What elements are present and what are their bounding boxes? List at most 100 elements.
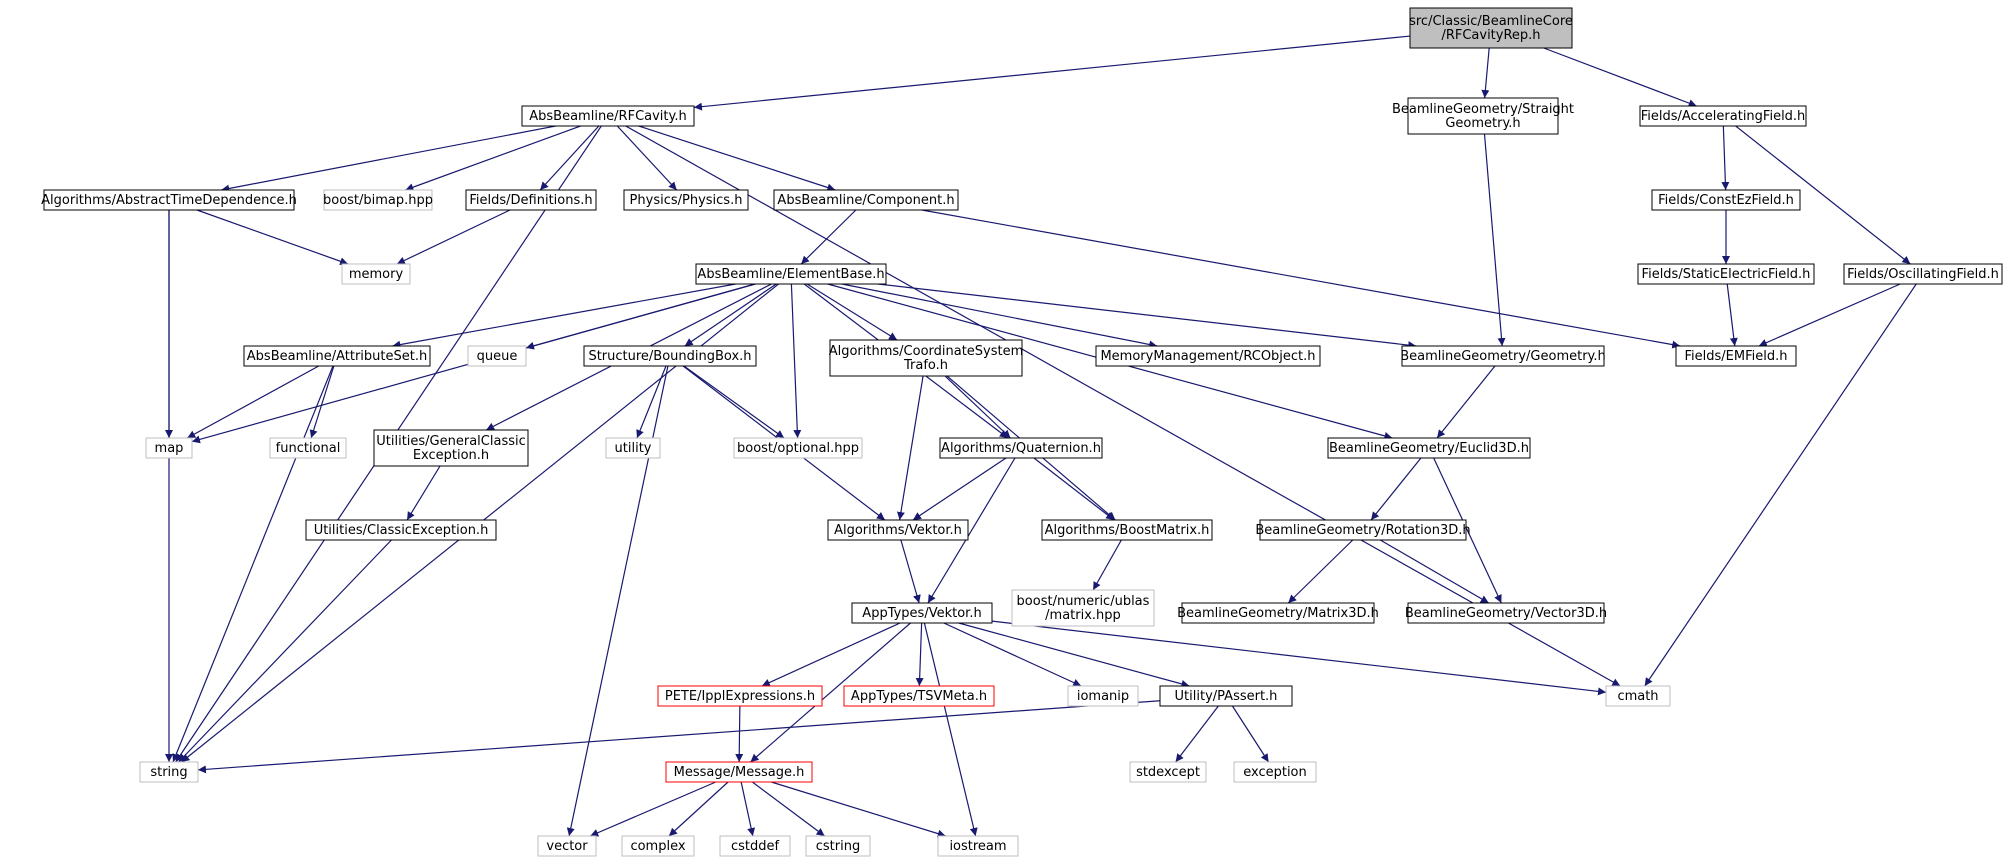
- edge-message-to-vector: [590, 781, 716, 837]
- edge-rfcavity-to-physics: [616, 125, 678, 191]
- node-staticelec[interactable]: Fields/StaticElectricField.h: [1637, 263, 1815, 285]
- node-label-ublasmatrix-line1: boost/numeric/ublas: [1017, 594, 1150, 609]
- edge-elementbase-to-coordtrafo: [806, 283, 898, 341]
- node-passert[interactable]: Utility/PAssert.h: [1159, 685, 1293, 707]
- edge-classicexc-to-string: [178, 539, 392, 763]
- edge-attributeset-to-map: [186, 365, 320, 439]
- node-box-constez: [1651, 189, 1801, 211]
- node-boostmatrix[interactable]: Algorithms/BoostMatrix.h: [1041, 519, 1213, 541]
- node-label-tsvmeta: AppTypes/TSVMeta.h: [851, 689, 987, 704]
- node-box-rfcavity: [521, 105, 695, 127]
- edge-euclid3d-to-vector3d: [1433, 457, 1502, 604]
- node-quaternion[interactable]: Algorithms/Quaternion.h: [939, 437, 1103, 459]
- node-rfcavity[interactable]: AbsBeamline/RFCavity.h: [521, 105, 695, 127]
- node-label-queue: queue: [477, 349, 518, 364]
- node-tsvmeta[interactable]: AppTypes/TSVMeta.h: [843, 685, 995, 707]
- node-box-straightgeom: [1407, 97, 1559, 135]
- node-definitions[interactable]: Fields/Definitions.h: [465, 189, 597, 211]
- node-label-elementbase: AbsBeamline/ElementBase.h: [697, 267, 884, 282]
- node-iomanip: iomanip: [1067, 685, 1139, 707]
- node-box-oscillating: [1843, 263, 2003, 285]
- node-emfield[interactable]: Fields/EMField.h: [1675, 345, 1797, 367]
- edge-boundingbox-to-optional: [683, 365, 785, 439]
- node-ipplexpr[interactable]: PETE/IpplExpressions.h: [657, 685, 823, 707]
- edge-geometry-to-euclid3d: [1436, 365, 1496, 439]
- node-vector3d[interactable]: BeamlineGeometry/Vector3D.h: [1405, 602, 1607, 624]
- node-euclid3d[interactable]: BeamlineGeometry/Euclid3D.h: [1327, 437, 1531, 459]
- node-label-memory: memory: [349, 267, 404, 282]
- edge-attributeset-to-string: [172, 365, 334, 763]
- node-box-complex: [621, 835, 695, 857]
- edge-rotation3d-to-vector3d: [1379, 539, 1490, 604]
- node-appvektor[interactable]: AppTypes/Vektor.h: [851, 602, 993, 624]
- edge-staticelec-to-emfield: [1726, 283, 1738, 347]
- edge-ipplexpr-to-message: [735, 705, 744, 763]
- node-classicexc[interactable]: Utilities/ClassicException.h: [305, 519, 497, 541]
- node-abstime[interactable]: Algorithms/AbstractTimeDependence.h: [41, 189, 297, 211]
- node-label-definitions: Fields/Definitions.h: [469, 193, 592, 208]
- node-label-constez: Fields/ConstEzField.h: [1658, 193, 1794, 208]
- node-label-quaternion: Algorithms/Quaternion.h: [941, 441, 1101, 456]
- node-cstring: cstring: [805, 835, 871, 857]
- node-label-functional: functional: [276, 441, 341, 456]
- node-label-straightgeom-line1: BeamlineGeometry/Straight: [1392, 102, 1574, 117]
- node-label-message: Message/Message.h: [674, 765, 805, 780]
- node-box-genclassicexc: [373, 429, 529, 467]
- edge-oscillating-to-emfield: [1758, 283, 1901, 347]
- node-box-classicexc: [305, 519, 497, 541]
- node-constez[interactable]: Fields/ConstEzField.h: [1651, 189, 1801, 211]
- node-attributeset[interactable]: AbsBeamline/AttributeSet.h: [243, 345, 431, 367]
- node-optional: boost/optional.hpp: [733, 437, 863, 459]
- edge-accelfield-to-oscillating: [1735, 125, 1911, 265]
- node-label-optional: boost/optional.hpp: [737, 441, 859, 456]
- edge-attributeset-to-functional: [309, 365, 335, 439]
- node-component[interactable]: AbsBeamline/Component.h: [773, 189, 959, 211]
- node-box-rotation3d: [1259, 519, 1467, 541]
- node-box-vector: [537, 835, 597, 857]
- node-physics[interactable]: Physics/Physics.h: [623, 189, 749, 211]
- node-box-ublasmatrix: [1011, 589, 1155, 627]
- edge-appvektor-to-passert: [958, 622, 1190, 688]
- edge-passert-to-string: [197, 700, 1161, 774]
- node-utility: utility: [605, 437, 661, 459]
- node-label-rotation3d: BeamlineGeometry/Rotation3D.h: [1255, 523, 1470, 538]
- edge-abstime-to-memory: [196, 209, 349, 266]
- node-box-ipplexpr: [657, 685, 823, 707]
- edge-boostmatrix-to-ublasmatrix: [1092, 539, 1122, 591]
- node-label-coordtrafo-line1: Algorithms/CoordinateSystem: [829, 344, 1024, 359]
- node-rcobject[interactable]: MemoryManagement/RCObject.h: [1095, 345, 1321, 367]
- node-box-optional: [733, 437, 863, 459]
- node-box-cstddef: [719, 835, 791, 857]
- node-box-coordtrafo: [829, 339, 1023, 377]
- node-vector: vector: [537, 835, 597, 857]
- node-oscillating[interactable]: Fields/OscillatingField.h: [1843, 263, 2003, 285]
- edge-appvektor-to-iomanip: [943, 622, 1082, 687]
- node-elementbase[interactable]: AbsBeamline/ElementBase.h: [695, 263, 887, 285]
- node-boundingbox[interactable]: Structure/BoundingBox.h: [583, 345, 757, 367]
- node-geometry[interactable]: BeamlineGeometry/Geometry.h: [1400, 345, 1606, 367]
- edge-algvektor-to-appvektor: [900, 539, 921, 604]
- node-message[interactable]: Message/Message.h: [665, 761, 813, 783]
- edge-rfcavity-to-component: [638, 125, 836, 192]
- edge-appvektor-to-ipplexpr: [761, 622, 901, 687]
- node-label-euclid3d: BeamlineGeometry/Euclid3D.h: [1329, 441, 1529, 456]
- edge-passert-to-exception: [1231, 705, 1270, 763]
- edge-rfcavity-to-definitions: [539, 125, 600, 191]
- edge-rfcavity-to-abstime: [221, 125, 556, 193]
- node-iostream: iostream: [937, 835, 1019, 857]
- node-label-exception: exception: [1243, 765, 1307, 780]
- node-label-vector3d: BeamlineGeometry/Vector3D.h: [1405, 606, 1607, 621]
- node-rotation3d[interactable]: BeamlineGeometry/Rotation3D.h: [1255, 519, 1471, 541]
- node-box-definitions: [465, 189, 597, 211]
- node-root[interactable]: src/Classic/BeamlineCore/RFCavityRep.h: [1409, 7, 1573, 49]
- node-accelfield[interactable]: Fields/AcceleratingField.h: [1639, 105, 1807, 127]
- edge-elementbase-to-rcobject: [841, 283, 1158, 349]
- edge-boundingbox-to-vector: [566, 365, 669, 837]
- node-matrix3d[interactable]: BeamlineGeometry/Matrix3D.h: [1177, 602, 1379, 624]
- node-label-rcobject: MemoryManagement/RCObject.h: [1100, 349, 1315, 364]
- node-algvektor[interactable]: Algorithms/Vektor.h: [827, 519, 969, 541]
- edge-rfcavity-to-cmath: [625, 125, 1621, 687]
